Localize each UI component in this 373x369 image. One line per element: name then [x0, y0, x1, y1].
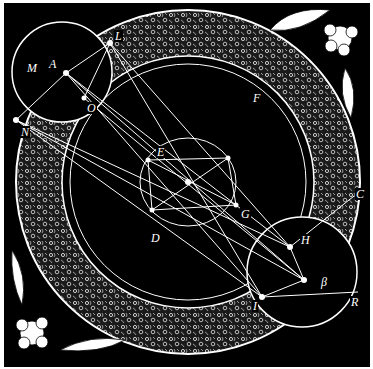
point-label: M [26, 62, 38, 74]
point-label: L [114, 30, 123, 42]
point-label: F [252, 92, 261, 104]
point-label: R [350, 296, 359, 308]
point-label: E [156, 146, 165, 158]
point-label: I [252, 300, 258, 312]
point-label: O [86, 102, 97, 114]
point-label: H [300, 234, 311, 246]
point-label: C [355, 188, 365, 200]
point-label: D [150, 232, 161, 244]
point-label: G [240, 208, 251, 220]
point-label: N [20, 126, 30, 138]
point-label: β [320, 276, 328, 288]
point-label: A [48, 58, 57, 70]
